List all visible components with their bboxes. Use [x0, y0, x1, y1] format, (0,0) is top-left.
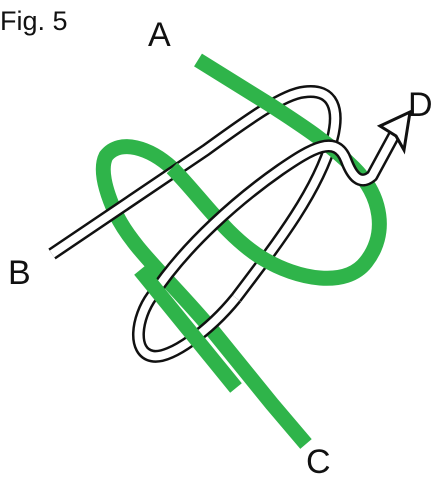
point-label-d: D: [408, 88, 433, 122]
green-cord-over-crossing: [140, 270, 236, 388]
point-label-c: C: [306, 445, 331, 479]
point-label-b: B: [8, 256, 31, 290]
point-label-a: A: [148, 18, 171, 52]
figure-label: Fig. 5: [0, 8, 68, 35]
